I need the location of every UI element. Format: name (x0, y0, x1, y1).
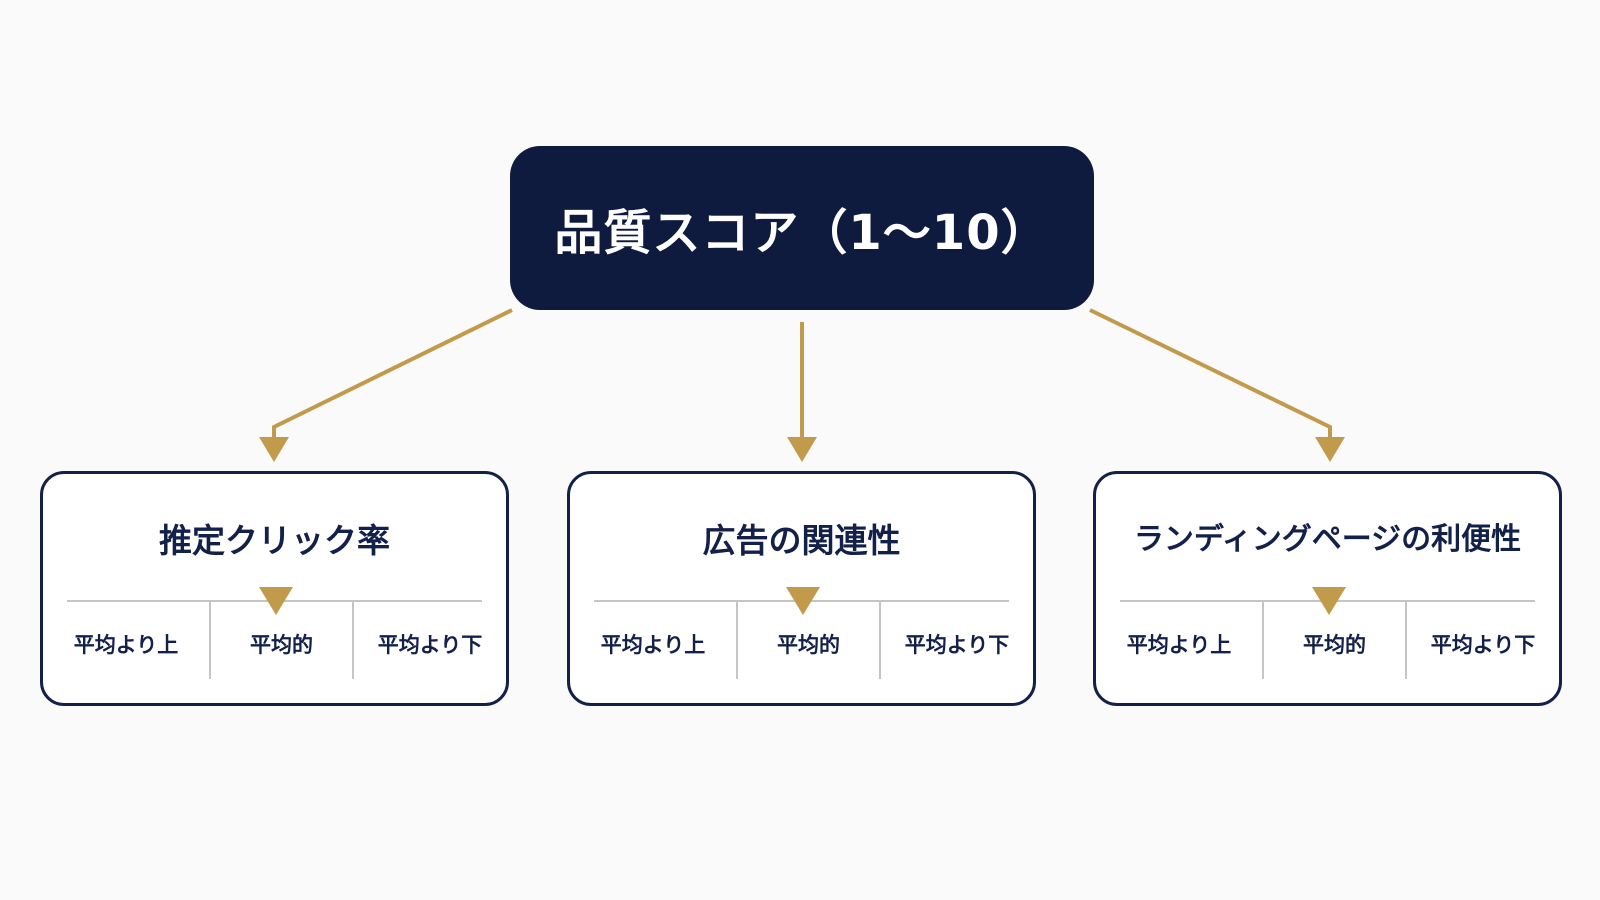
arrowhead-left (259, 437, 289, 462)
level-average: 平均的 (250, 633, 313, 657)
level-below-average: 平均より下 (904, 633, 1010, 657)
arrowhead-center (787, 437, 817, 462)
scale-divider (736, 602, 738, 679)
scale-divider (1262, 602, 1264, 679)
level-average: 平均的 (777, 633, 840, 657)
scale-marker-triangle (1312, 587, 1346, 615)
quality-score-title: 品質スコア（1〜10） (554, 205, 1050, 261)
scale-divider (1405, 602, 1407, 679)
scale-divider (209, 602, 211, 679)
scale-divider (879, 602, 881, 679)
arrowhead-right (1315, 437, 1345, 462)
connector-arrow-left (272, 308, 513, 437)
factor-title-landing-page: ランディングページの利便性 (1133, 522, 1522, 557)
level-above-average: 平均より上 (600, 633, 706, 657)
level-above-average: 平均より上 (1126, 633, 1232, 657)
level-average: 平均的 (1303, 633, 1366, 657)
factor-title-ad-relevance: 広告の関連性 (702, 521, 901, 560)
scale-marker-triangle (786, 587, 820, 615)
connector-arrow-right (1089, 308, 1332, 437)
quality-score-node: 品質スコア（1〜10） (510, 146, 1094, 310)
factor-card-ad-relevance: 広告の関連性 平均より上 平均的 平均より下 (567, 471, 1036, 706)
level-below-average: 平均より下 (1430, 633, 1536, 657)
scale-marker-triangle (259, 587, 293, 615)
level-above-average: 平均より上 (73, 633, 179, 657)
factor-card-landing-page: ランディングページの利便性 平均より上 平均的 平均より下 (1093, 471, 1562, 706)
factor-card-ctr: 推定クリック率 平均より上 平均的 平均より下 (40, 471, 509, 706)
level-below-average: 平均より下 (377, 633, 483, 657)
scale-divider (352, 602, 354, 679)
factor-title-ctr: 推定クリック率 (159, 521, 390, 560)
